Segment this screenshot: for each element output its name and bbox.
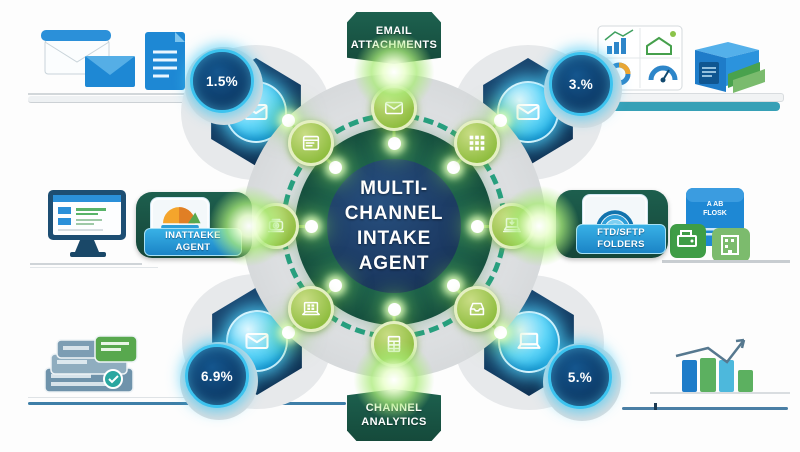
shelf-bar-top-right: [596, 93, 784, 102]
tab-channel-analytics: CHANNEL ANALYTICS: [347, 389, 441, 441]
panel-intake-agent-label: INATTAEKE AGENT: [165, 230, 221, 253]
ring-node-bottom-left: [288, 286, 334, 332]
laptop-grid-icon: [302, 301, 320, 316]
scanner-icon: [267, 218, 285, 233]
badge-bottom-right-value: 5.%: [567, 369, 593, 385]
envelope-icon: [516, 103, 540, 121]
hub-center: MULTI- CHANNEL INTAKE AGENT: [327, 159, 461, 293]
shelf-line-left-2: [30, 267, 158, 268]
glow-dot: [329, 279, 342, 292]
ring-node-top-left: [288, 120, 334, 166]
blue-line-bottom-right: [622, 407, 788, 410]
badge-top-left: 1.5%: [190, 49, 254, 113]
hub-title: MULTI- CHANNEL INTAKE AGENT: [344, 177, 444, 275]
shelf-line-top-left: [28, 93, 194, 95]
desktop-monitor-illustration: [48, 190, 126, 257]
tab-email-attachments: EMAIL ATTACHMENTS: [347, 12, 441, 64]
spreadsheet-icon: [387, 335, 401, 353]
gauge-chart-art: [161, 207, 201, 231]
badge-top-right: 3.%: [549, 52, 613, 116]
glow-dot: [471, 220, 484, 233]
folder-label: A AB FLOSK: [703, 201, 727, 218]
email-documents-illustration: [41, 30, 185, 90]
laptop-icon: [517, 332, 541, 349]
bar-chart-illustration: [650, 338, 790, 394]
ring-node-left: [253, 203, 299, 249]
shelf-line-right: [662, 260, 790, 263]
glow-dot: [447, 161, 460, 174]
shelf-line-left: [30, 263, 142, 265]
shelf-line-bottom-left: [28, 397, 203, 398]
laptop-download-icon: [502, 217, 522, 233]
badge-bottom-left: 6.9%: [185, 344, 249, 408]
ledger-stack-illustration: [44, 335, 138, 393]
glow-dot: [329, 161, 342, 174]
badge-bottom-right: 5.%: [548, 345, 612, 409]
glow-dot: [282, 114, 295, 127]
badge-bottom-left-value: 6.9%: [201, 368, 233, 384]
teal-bar-top-right: [598, 102, 780, 111]
ring-node-top-right: [454, 120, 500, 166]
folder-tiles-illustration: [670, 188, 750, 262]
ring-node-bottom-right: [454, 286, 500, 332]
glow-dot: [388, 303, 401, 316]
ring-node-top: [371, 85, 417, 131]
envelope-icon: [384, 101, 404, 115]
glow-dot: [494, 114, 507, 127]
badge-top-left-value: 1.5%: [206, 73, 238, 89]
keypad-grid-icon: [469, 135, 485, 151]
glow-dot: [388, 137, 401, 150]
browser-window-icon: [302, 135, 320, 151]
tick-mark-bottom-right: [654, 403, 657, 410]
badge-top-right-value: 3.%: [568, 76, 594, 92]
panel-intake-agent-pill: INATTAEKE AGENT: [144, 228, 242, 256]
ring-node-bottom: [371, 321, 417, 367]
glow-dot: [282, 326, 295, 339]
glow-dot: [494, 326, 507, 339]
panel-ftp-folders-label: FTD/SFTP FOLDERS: [597, 227, 645, 250]
tab-email-attachments-label: EMAIL ATTACHMENTS: [350, 24, 438, 51]
analytics-cubes-illustration: [597, 25, 765, 93]
envelope-icon: [245, 332, 269, 350]
shelf-bar-top-left: [28, 96, 198, 103]
glow-dot: [447, 279, 460, 292]
panel-ftp-folders-pill: FTD/SFTP FOLDERS: [576, 224, 666, 254]
ring-node-right: [489, 203, 535, 249]
tab-channel-analytics-label: CHANNEL ANALYTICS: [361, 401, 427, 428]
inbox-tray-icon: [469, 302, 485, 316]
glow-dot: [305, 220, 318, 233]
